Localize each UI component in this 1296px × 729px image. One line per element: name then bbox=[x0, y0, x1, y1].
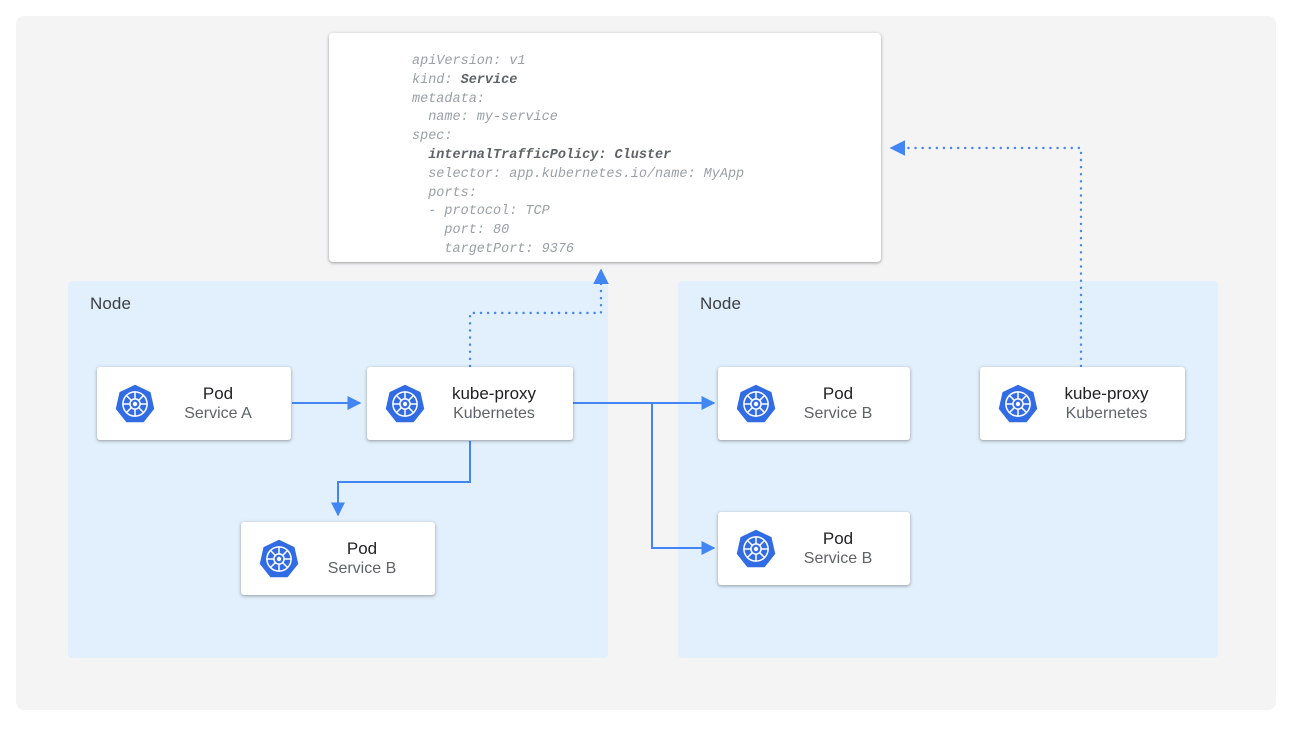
yaml-line-targetport: targetPort: 9376 bbox=[412, 241, 575, 257]
card-title: Pod bbox=[822, 529, 854, 549]
kubernetes-icon bbox=[998, 384, 1038, 422]
card-pod-service-a[interactable]: Pod Service A bbox=[97, 367, 291, 440]
card-pod-service-b-local[interactable]: Pod Service B bbox=[241, 522, 435, 595]
card-text: kube-proxy Kubernetes bbox=[427, 383, 573, 424]
yaml-line-metadata: metadata: bbox=[412, 91, 485, 107]
card-title: kube-proxy bbox=[451, 384, 537, 404]
yaml-line-port: port: 80 bbox=[412, 223, 510, 239]
card-text: kube-proxy Kubernetes bbox=[1040, 383, 1185, 424]
yaml-line-kind: kind: Service bbox=[412, 72, 518, 88]
yaml-line-internaltrafficpolicy: internalTrafficPolicy: Cluster bbox=[412, 147, 672, 163]
card-pod-service-b-remote-bottom[interactable]: Pod Service B bbox=[718, 512, 910, 585]
yaml-line-name: name: my-service bbox=[412, 110, 558, 126]
service-manifest-box: apiVersion: v1 kind: Service metadata: nam… bbox=[329, 33, 881, 262]
kubernetes-icon bbox=[736, 529, 776, 567]
node-label-left: Node bbox=[90, 294, 132, 313]
yaml-line-apiversion: apiVersion: v1 bbox=[412, 54, 526, 69]
node-group-right: Node bbox=[678, 281, 1218, 658]
card-title: Pod bbox=[202, 384, 234, 404]
card-subtitle: Service A bbox=[184, 405, 252, 423]
card-kube-proxy-right[interactable]: kube-proxy Kubernetes bbox=[980, 367, 1185, 440]
node-group-left: Node bbox=[68, 281, 608, 658]
card-text: Pod Service B bbox=[301, 538, 435, 579]
kubernetes-icon bbox=[259, 539, 299, 577]
card-text: Pod Service B bbox=[778, 528, 910, 569]
card-title: Pod bbox=[822, 384, 854, 404]
yaml-line-protocol: - protocol: TCP bbox=[412, 204, 550, 220]
node-label-right: Node bbox=[700, 294, 742, 313]
kubernetes-icon bbox=[385, 384, 425, 422]
service-manifest-code: apiVersion: v1 kind: Service metadata: nam… bbox=[412, 53, 744, 260]
yaml-line-spec: spec: bbox=[412, 129, 453, 145]
card-subtitle: Service B bbox=[803, 550, 873, 568]
yaml-line-selector: selector: app.kubernetes.io/name: MyApp bbox=[412, 166, 745, 182]
card-title: kube-proxy bbox=[1064, 384, 1149, 404]
card-subtitle: Service B bbox=[803, 405, 873, 423]
card-text: Pod Service B bbox=[778, 383, 910, 424]
card-subtitle: Kubernetes bbox=[1065, 405, 1148, 423]
card-kube-proxy-left[interactable]: kube-proxy Kubernetes bbox=[367, 367, 573, 440]
card-title: Pod bbox=[346, 539, 378, 559]
card-subtitle: Kubernetes bbox=[453, 405, 535, 423]
yaml-line-ports: ports: bbox=[412, 185, 477, 201]
kubernetes-icon bbox=[736, 384, 776, 422]
card-pod-service-b-remote-top[interactable]: Pod Service B bbox=[718, 367, 910, 440]
card-subtitle: Service B bbox=[327, 560, 397, 578]
kubernetes-icon bbox=[115, 384, 155, 422]
card-text: Pod Service A bbox=[157, 383, 291, 424]
